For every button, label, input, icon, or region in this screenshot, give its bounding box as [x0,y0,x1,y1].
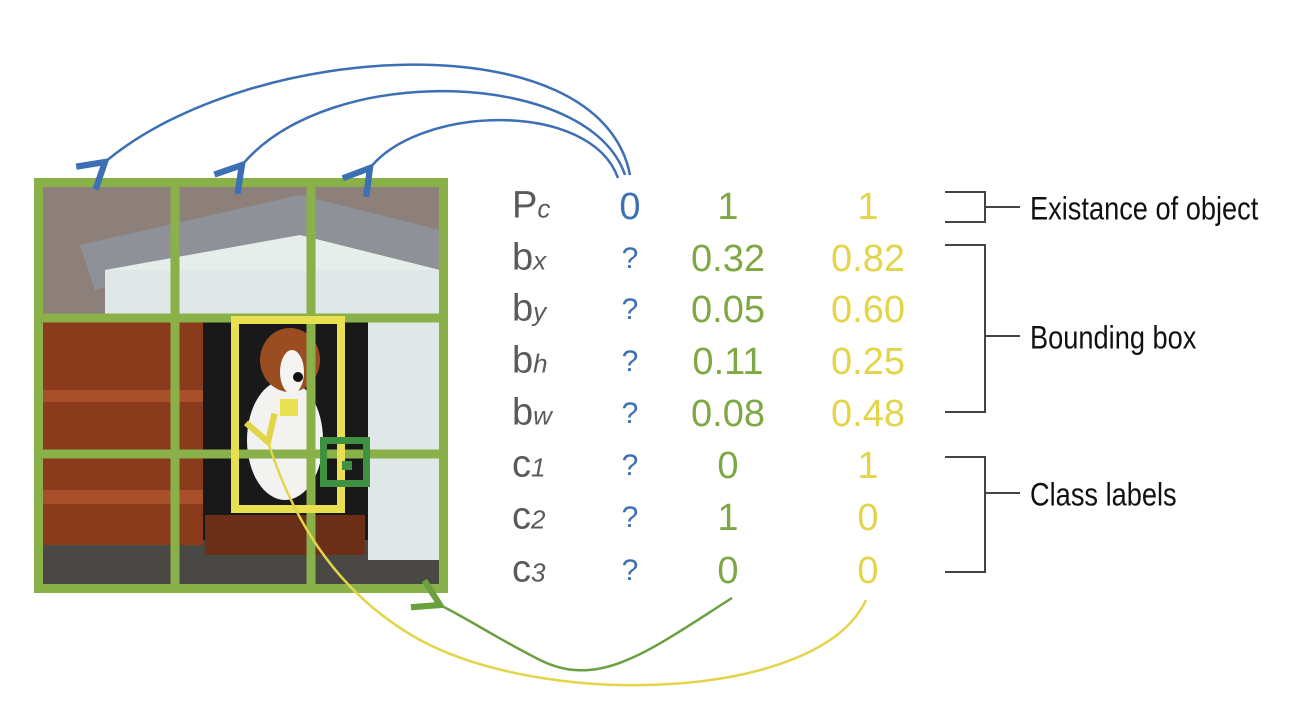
blue-arrow-1 [105,63,632,175]
cell-unknown: ? [621,345,639,378]
cell-object-a: 0.08 [691,393,765,435]
cell-object-a: 0.32 [691,238,765,280]
label-main: P [512,184,538,227]
cell-unknown: ? [621,501,639,534]
yellow-arrow [268,442,868,687]
label-main: c [512,443,531,486]
label-main: b [512,236,534,279]
dog-photo [38,182,444,589]
cell-object-b: 1 [857,445,879,487]
dog-bounding-box [231,316,345,513]
label-sub: 3 [531,557,546,588]
label-main: b [512,391,534,434]
label-class-labels: Class labels [1030,476,1177,513]
cell-object-a: 0.11 [692,341,764,383]
row-label: bx [512,238,546,281]
small-object-center [342,461,352,470]
dog-center-point [280,399,298,416]
cell-unknown: ? [621,293,639,326]
cell-object-b: 0 [857,497,879,539]
row-label: c1 [512,445,545,488]
label-sub: y [533,296,547,327]
brackets [945,191,1020,573]
row-label: bh [512,341,548,384]
blue-arrow-2 [242,89,627,175]
cell-object-b: 1 [857,186,879,228]
cell-object-a: 0 [717,445,739,487]
cell-unknown: ? [621,242,639,275]
cell-object-a: 0.05 [691,289,765,331]
cell-object-a: 0 [717,550,739,592]
row-label: bw [512,393,552,436]
green-arrow [440,598,733,672]
label-sub: x [533,245,547,276]
cell-object-b: 0.48 [831,393,905,435]
cell-unknown: ? [621,554,639,587]
label-sub: c [537,193,551,224]
label-existence: Existance of object [1030,190,1259,227]
blue-arrow-3 [370,118,620,178]
cell-object-b: 0 [857,550,879,592]
label-main: c [512,495,531,538]
label-sub: w [533,400,552,431]
cell-unknown: 0 [619,186,641,228]
small-object-box [320,437,370,487]
cell-object-b: 0.82 [831,238,905,280]
row-label: by [512,289,546,332]
label-sub: h [533,348,548,379]
row-label: Pc [512,186,550,229]
label-main: b [512,287,534,330]
label-main: c [512,548,531,591]
label-sub: 1 [531,452,546,483]
cell-object-b: 0.25 [831,341,905,383]
cell-object-b: 0.60 [831,289,905,331]
label-bounding-box: Bounding box [1030,319,1197,356]
row-label: c3 [512,550,545,593]
row-label: c2 [512,497,545,540]
cell-object-a: 1 [717,497,739,539]
label-sub: 2 [531,504,546,535]
label-main: b [512,339,534,382]
cell-unknown: ? [621,449,639,482]
cell-unknown: ? [621,397,639,430]
cell-object-a: 1 [717,186,739,228]
